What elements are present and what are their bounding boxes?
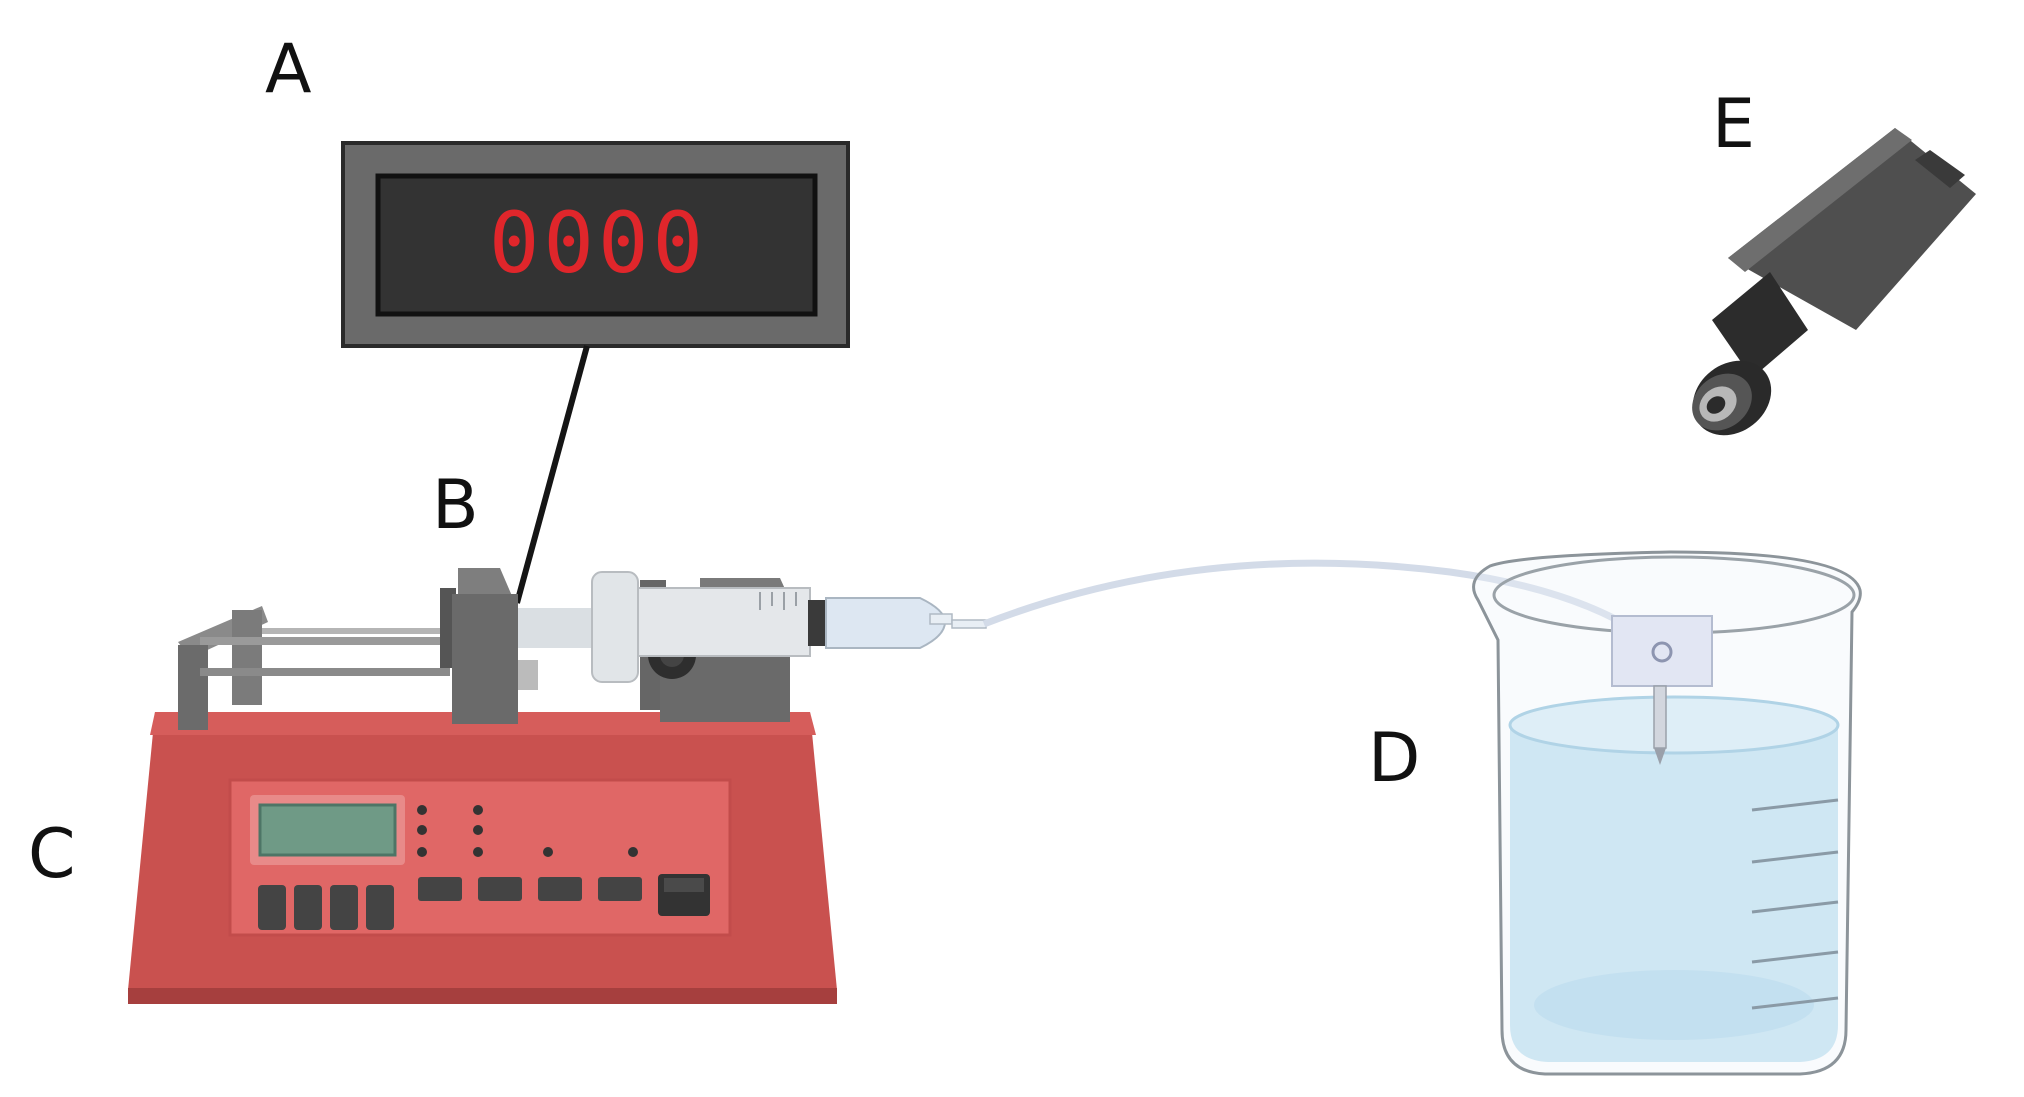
label-a: A — [265, 30, 312, 109]
label-c: C — [28, 815, 75, 894]
beaker — [1472, 550, 1862, 1076]
needle — [1653, 685, 1667, 749]
keypad — [258, 885, 394, 930]
display-cable — [514, 345, 590, 604]
camera — [1692, 128, 1976, 436]
function-buttons — [418, 874, 710, 916]
tube — [982, 559, 1653, 643]
digital-display: 0000 — [341, 141, 850, 348]
label-d: D — [1368, 719, 1420, 798]
syringe-pump — [128, 568, 987, 1004]
indicator-lights — [417, 805, 638, 857]
label-b: B — [432, 466, 479, 545]
label-e: E — [1712, 85, 1755, 164]
beaker-graduations — [1751, 798, 1839, 1010]
display-readout: 0000 — [489, 194, 707, 292]
lcd-screen — [258, 803, 397, 857]
needle-holder — [1611, 615, 1713, 687]
